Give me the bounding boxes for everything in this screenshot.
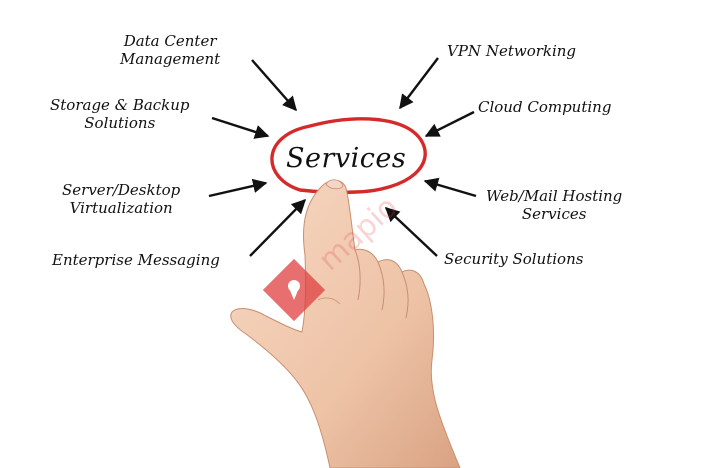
label-enterprise: Enterprise Messaging xyxy=(52,251,220,269)
label-vpn: VPN Networking xyxy=(447,42,576,60)
label-line: Enterprise Messaging xyxy=(52,251,220,269)
label-line: Storage & Backup xyxy=(50,96,190,114)
arrow-cloud xyxy=(424,110,475,138)
label-line: Server/Desktop xyxy=(62,181,181,199)
arrow-web xyxy=(423,177,477,198)
label-line: Security Solutions xyxy=(444,250,584,268)
label-line: Management xyxy=(120,50,221,68)
watermark-logo xyxy=(262,258,326,322)
label-web: Web/Mail Hosting Services xyxy=(486,187,622,223)
label-cloud: Cloud Computing xyxy=(478,98,611,116)
pointing-hand xyxy=(230,179,461,468)
label-storage: Storage & Backup Solutions xyxy=(50,96,190,132)
label-line: Cloud Computing xyxy=(478,98,612,116)
highlight-ellipse xyxy=(270,117,427,195)
arrow-storage xyxy=(211,116,270,139)
label-server: Server/Desktop Virtualization xyxy=(62,181,180,217)
label-line: Services xyxy=(521,205,587,223)
label-line: Virtualization xyxy=(69,199,173,217)
arrow-data-center xyxy=(251,59,297,112)
label-line: Solutions xyxy=(84,114,156,132)
arrow-server xyxy=(208,178,268,198)
label-line: Data Center xyxy=(123,32,217,50)
label-data-center: Data Center Management xyxy=(120,32,220,68)
label-security: Security Solutions xyxy=(444,250,583,268)
label-line: VPN Networking xyxy=(447,42,577,60)
label-line: Web/Mail Hosting xyxy=(486,187,623,205)
center-title: Services xyxy=(286,143,407,174)
arrow-security xyxy=(384,207,438,257)
arrow-enterprise xyxy=(249,198,307,257)
arrow-vpn xyxy=(399,57,439,110)
